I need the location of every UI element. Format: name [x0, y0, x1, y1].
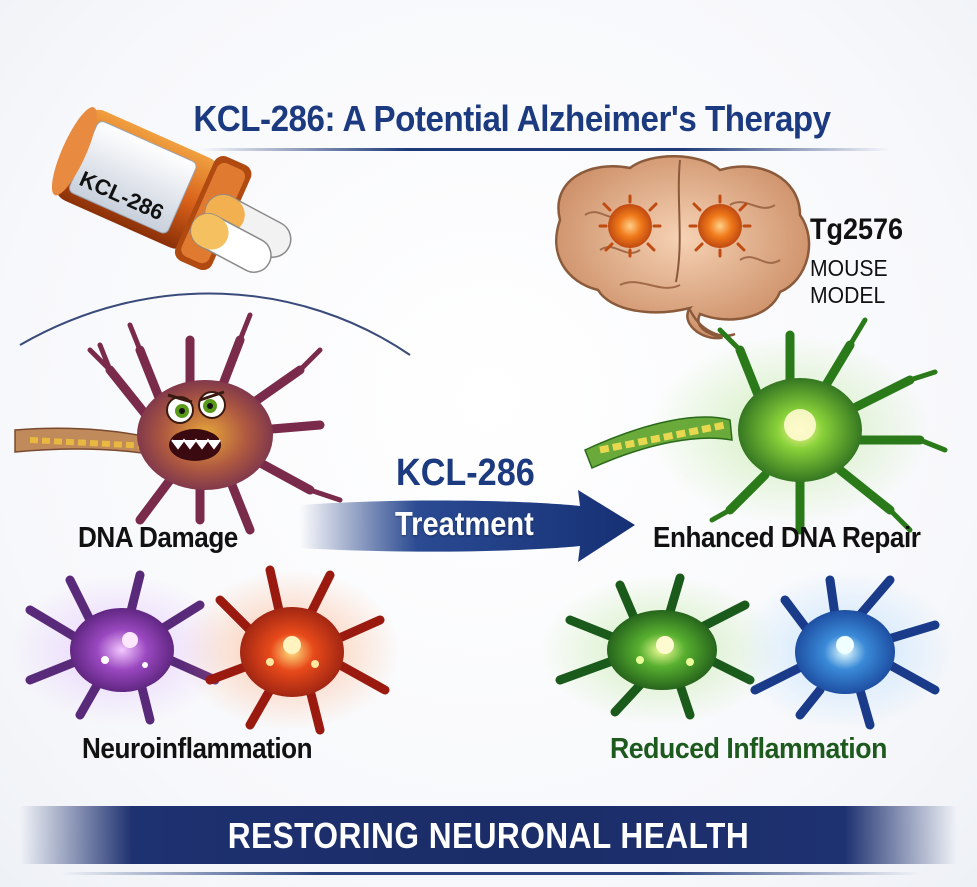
amyloid-plaque-icon — [598, 194, 662, 258]
treatment-arrow-icon — [300, 490, 635, 562]
footer-banner-text: RESTORING NEURONAL HEALTH — [227, 815, 750, 856]
footer-banner — [20, 806, 957, 864]
mouse-model-strain: Tg2576 — [810, 213, 904, 246]
pill-bottle-icon — [51, 107, 292, 273]
page-title: KCL-286: A Potential Alzheimer's Therapy — [193, 98, 831, 139]
reduced-inflammation-label: Reduced Inflammation — [610, 733, 887, 765]
healthy-neuron-icon — [584, 317, 948, 535]
amyloid-plaque-icon — [688, 194, 752, 258]
dna-repair-label: Enhanced DNA Repair — [653, 522, 921, 554]
calm-microglia-icon — [540, 573, 780, 725]
neuroinflammation-label: Neuroinflammation — [82, 733, 313, 765]
arrow-treatment-label: Treatment — [395, 505, 534, 542]
inflamed-microglia-icon — [10, 570, 230, 725]
calm-astrocyte-icon — [735, 570, 955, 730]
dna-damage-label: DNA Damage — [78, 522, 238, 554]
title-underline — [200, 148, 890, 151]
arc-line — [19, 292, 411, 356]
footer-underline — [60, 872, 920, 875]
brain-icon — [555, 155, 811, 340]
damaged-neuron-icon — [14, 312, 343, 535]
arrow-drug-label: KCL-286 — [396, 452, 535, 494]
inflamed-astrocyte-icon — [180, 565, 400, 735]
mouse-model-label: MOUSE MODEL — [810, 255, 888, 308]
